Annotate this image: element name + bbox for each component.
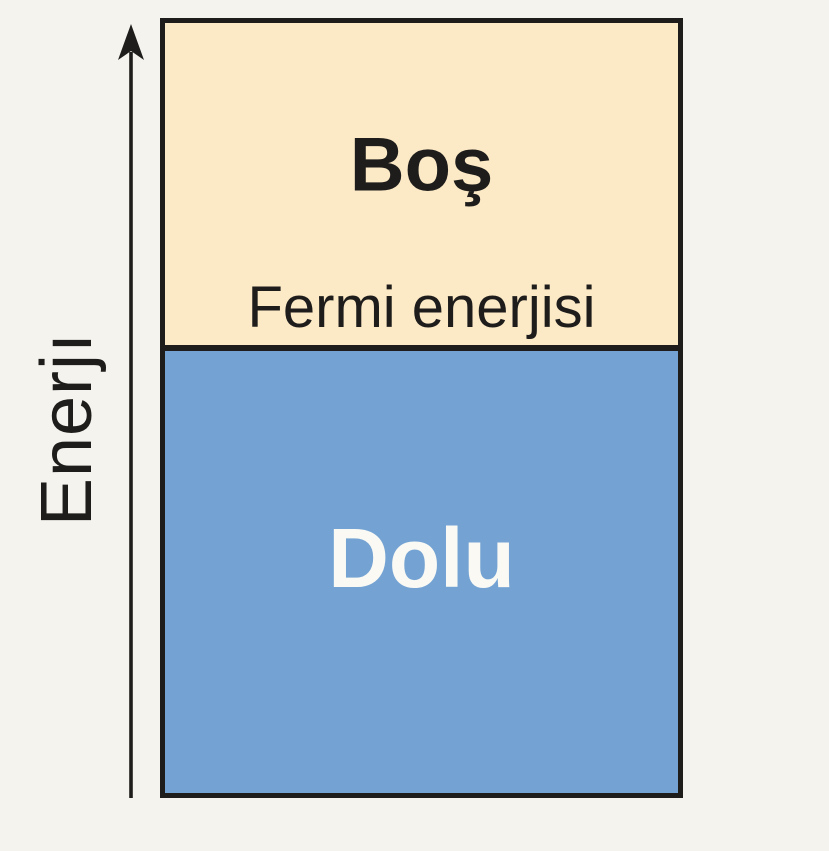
empty-band-region: Boş Fermi enerjisi (165, 23, 678, 345)
energy-axis-arrow-icon (118, 24, 144, 798)
empty-band-label: Boş (349, 122, 494, 208)
filled-band-label: Dolu (328, 510, 515, 605)
fermi-level-line (165, 345, 678, 351)
band-diagram-box: Boş Fermi enerjisi Dolu (160, 18, 683, 798)
filled-band-region: Dolu (165, 351, 678, 793)
energy-axis-label: Enerjı (27, 331, 107, 527)
fermi-energy-label: Fermi enerjisi (247, 275, 596, 340)
